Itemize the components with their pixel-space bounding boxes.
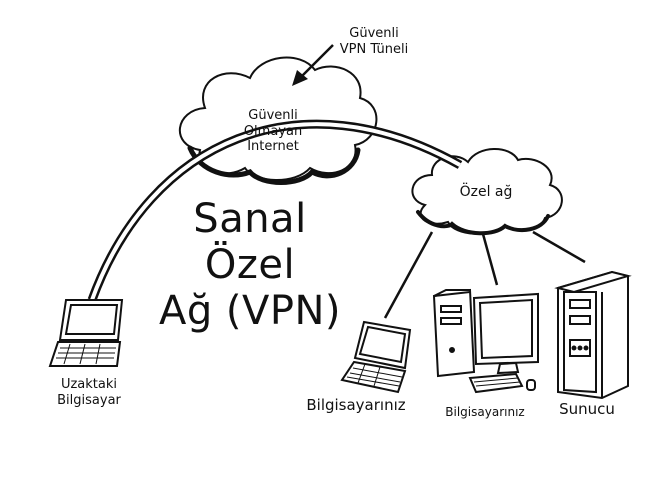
desktop-computer-icon — [432, 288, 539, 394]
tunnel-label: Güvenli VPN Tüneli — [339, 26, 409, 57]
remote-laptop-icon — [48, 299, 124, 367]
server-label: Sunucu — [559, 400, 615, 418]
vpn-tunnel — [87, 119, 463, 302]
internet-label: Güvenli Olmayan İnternet — [243, 108, 303, 155]
server-icon — [554, 270, 632, 400]
vpn-title: Sanal Özel Ağ (VPN) — [150, 196, 350, 334]
link-desktop — [481, 233, 499, 286]
link-server — [532, 230, 586, 264]
network-links — [383, 230, 586, 319]
your-laptop-icon — [340, 320, 412, 394]
laptop-label: Bilgisayarınız — [306, 396, 406, 414]
vpn-title-line3: Ağ (VPN) — [158, 288, 342, 334]
vpn-title-line2: Özel — [204, 242, 296, 288]
desktop-label: Bilgisayarınız — [445, 405, 525, 419]
tunnel-arrow — [292, 44, 334, 86]
remote-computer-label: Uzaktaki Bilgisayar — [57, 377, 121, 408]
internet-cloud — [179, 56, 378, 185]
vpn-title-line1: Sanal — [193, 196, 307, 242]
link-laptop — [383, 231, 434, 319]
private-network-cloud — [411, 148, 563, 236]
private-network-label: Özel ağ — [459, 184, 513, 200]
